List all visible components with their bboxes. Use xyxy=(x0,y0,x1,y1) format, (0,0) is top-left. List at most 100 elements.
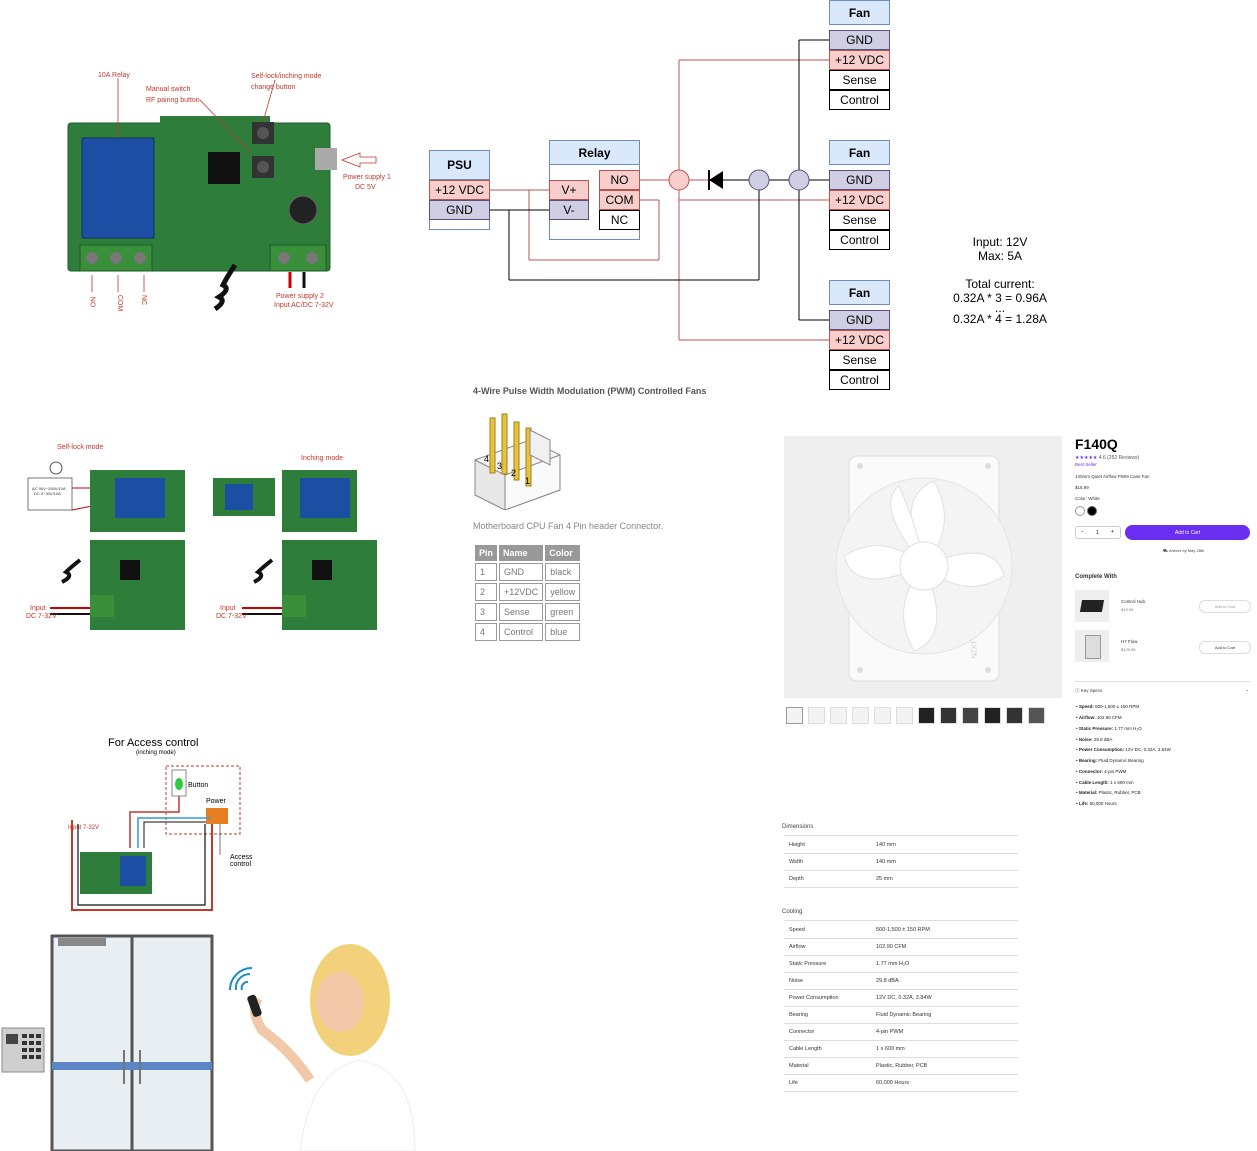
fan-3-pin-sense: Sense xyxy=(829,350,890,370)
relay-board-illustration xyxy=(67,78,377,312)
relay-2 xyxy=(300,478,350,518)
arrow-power1 xyxy=(340,152,377,168)
rating-stars[interactable]: ★★★★★ 4.6 (252 Reviews) xyxy=(1075,455,1140,461)
label-power1-b: DC 5V xyxy=(355,184,376,191)
addon-price-1: $19.99 xyxy=(1121,607,1134,612)
wiring-lines xyxy=(489,39,829,341)
fan-2-title: Fan xyxy=(829,140,890,165)
dimensions-title: Dimensions xyxy=(782,824,814,830)
thumbnail[interactable] xyxy=(808,707,825,724)
key-spec-item: • Material: Plastic, Rubber, PCB xyxy=(1076,790,1141,795)
info-icon: ⓘ xyxy=(1075,688,1080,693)
psu-pin-gnd: GND xyxy=(429,200,490,220)
door-closer xyxy=(58,938,106,946)
addon-image-h7-flow[interactable] xyxy=(1075,630,1109,662)
mcu-chip xyxy=(208,152,240,184)
ship-text: Arrives by May 28th xyxy=(1168,548,1205,553)
label-power2-a: Power supply 2 xyxy=(276,293,324,300)
addon-add-button-1[interactable]: Add to Cart xyxy=(1199,600,1251,613)
capacitor xyxy=(288,195,318,225)
thumbnail[interactable] xyxy=(940,707,957,724)
label-self-lock: Self-lock mode xyxy=(57,444,104,451)
pwm-connector-illustration xyxy=(474,413,561,510)
thumbnail[interactable] xyxy=(918,707,935,724)
label-inching: Inching mode xyxy=(301,455,344,462)
access-title: For Access control xyxy=(108,737,199,749)
thumbnail[interactable] xyxy=(1006,707,1023,724)
label-power: Power xyxy=(206,798,226,805)
qty-minus-button[interactable]: − xyxy=(1081,529,1084,535)
pin-num-1: 1 xyxy=(525,476,531,486)
addon-price-2: $129.99 xyxy=(1121,647,1136,652)
access-subtitle: (inching mode) xyxy=(136,750,176,756)
label-input-left-b: DC 7-32V xyxy=(26,613,57,620)
swatch-black[interactable] xyxy=(1087,506,1097,516)
label-input-right-b: DC 7-32V xyxy=(216,613,247,620)
thumbnail[interactable] xyxy=(874,707,891,724)
thumbnail[interactable] xyxy=(1028,707,1045,724)
wifi-icon xyxy=(234,972,251,991)
fan-2-pin-sense: Sense xyxy=(829,210,890,230)
key-spec-item: • Life: 60,000 Hours xyxy=(1076,801,1117,806)
power-box xyxy=(206,808,228,824)
thumbnail[interactable] xyxy=(984,707,1001,724)
th-color: Color xyxy=(545,545,581,561)
pwm-title: 4-Wire Pulse Width Modulation (PWM) Cont… xyxy=(473,386,707,396)
qty-value: 1 xyxy=(1096,530,1099,536)
label-input-left-a: Input xyxy=(30,605,46,612)
note-max: Max: 5A xyxy=(977,249,1022,263)
key-spec-item: • Cable Length: 1 x 600 mm xyxy=(1076,780,1134,785)
addon-name-1[interactable]: Control Hub xyxy=(1121,599,1146,604)
fan-1-pin-12v: +12 VDC xyxy=(829,50,890,70)
thumbnail[interactable] xyxy=(962,707,979,724)
product-desc: 140mm Quiet Airflow PWM Case Fan xyxy=(1075,474,1150,479)
thumbnail[interactable] xyxy=(896,707,913,724)
access-wiring xyxy=(71,765,241,911)
thumbnail[interactable] xyxy=(786,707,803,724)
fan-1-pin-sense: Sense xyxy=(829,70,890,90)
addon-image-control-hub[interactable] xyxy=(1075,590,1109,622)
label-rf-pairing: RF pairing button xyxy=(146,97,200,104)
swatch-white[interactable] xyxy=(1075,506,1085,516)
addon-add-button-2[interactable]: Add to Cart xyxy=(1199,641,1251,654)
key-spec-item: • Static Pressure: 1.77 mm H₂O xyxy=(1076,726,1142,731)
chevron-down-icon[interactable]: ⌄ xyxy=(1245,687,1250,693)
relay-title: Relay xyxy=(549,140,640,165)
label-access-control: Access control xyxy=(230,854,253,868)
label-ac-2: DC 0~30V/10A xyxy=(34,491,61,496)
qty-plus-button[interactable]: + xyxy=(1111,529,1114,535)
key-specs-toggle[interactable]: ⓘ Key Specs xyxy=(1075,688,1102,694)
thumbnail[interactable] xyxy=(852,707,869,724)
product-image[interactable]: NZXT xyxy=(784,436,1062,698)
cooling-title: Cooling xyxy=(782,909,803,915)
product-price: $16.99 xyxy=(1075,485,1089,490)
note-input: Input: 12V xyxy=(972,235,1028,249)
fan-3-pin-12v: +12 VDC xyxy=(829,330,890,350)
psu-title: PSU xyxy=(429,150,490,180)
addon-name-2[interactable]: H7 Flow xyxy=(1121,639,1138,644)
add-to-cart-button[interactable]: Add to Cart xyxy=(1125,525,1250,540)
person-body xyxy=(299,1059,416,1151)
th-name: Name xyxy=(499,545,544,561)
product-title: F140Q xyxy=(1075,436,1118,452)
diode-icon xyxy=(709,171,723,189)
fan-brand-mark: NZXT xyxy=(971,640,979,659)
th-pin: Pin xyxy=(475,545,498,561)
junction-red xyxy=(668,169,690,191)
key-spec-item: • Bearing: Fluid Dynamic Bearing xyxy=(1076,758,1144,763)
label-mode-button-2: change button xyxy=(251,84,296,91)
person-arm xyxy=(249,995,315,1083)
label-input-right-a: Input xyxy=(220,605,236,612)
quantity-stepper: − 1 + xyxy=(1075,526,1121,539)
thumbnail[interactable] xyxy=(830,707,847,724)
color-label: Color: White xyxy=(1075,496,1100,501)
